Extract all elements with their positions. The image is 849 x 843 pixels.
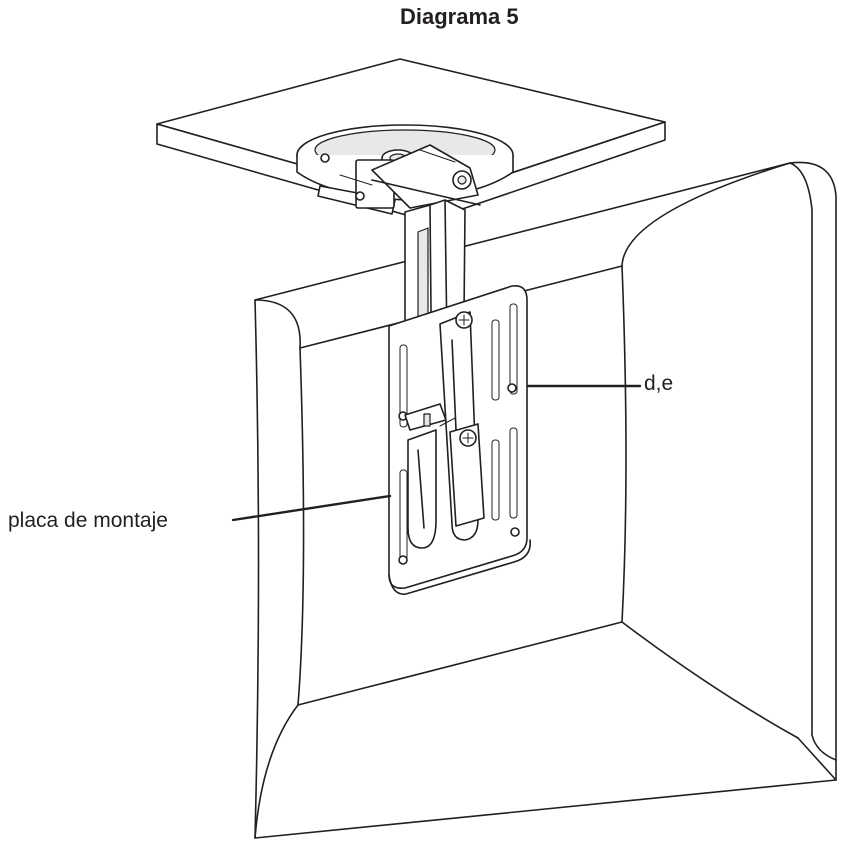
mounting-plate-leader (231, 494, 392, 522)
mounting-plate-label: placa de montaje (8, 509, 168, 532)
diagram-title: Diagrama 5 (400, 4, 519, 29)
tv-screen (254, 161, 837, 839)
ceiling-bracket (296, 124, 514, 215)
hook-brackets (404, 311, 485, 549)
screws-label: d,e (644, 372, 674, 395)
